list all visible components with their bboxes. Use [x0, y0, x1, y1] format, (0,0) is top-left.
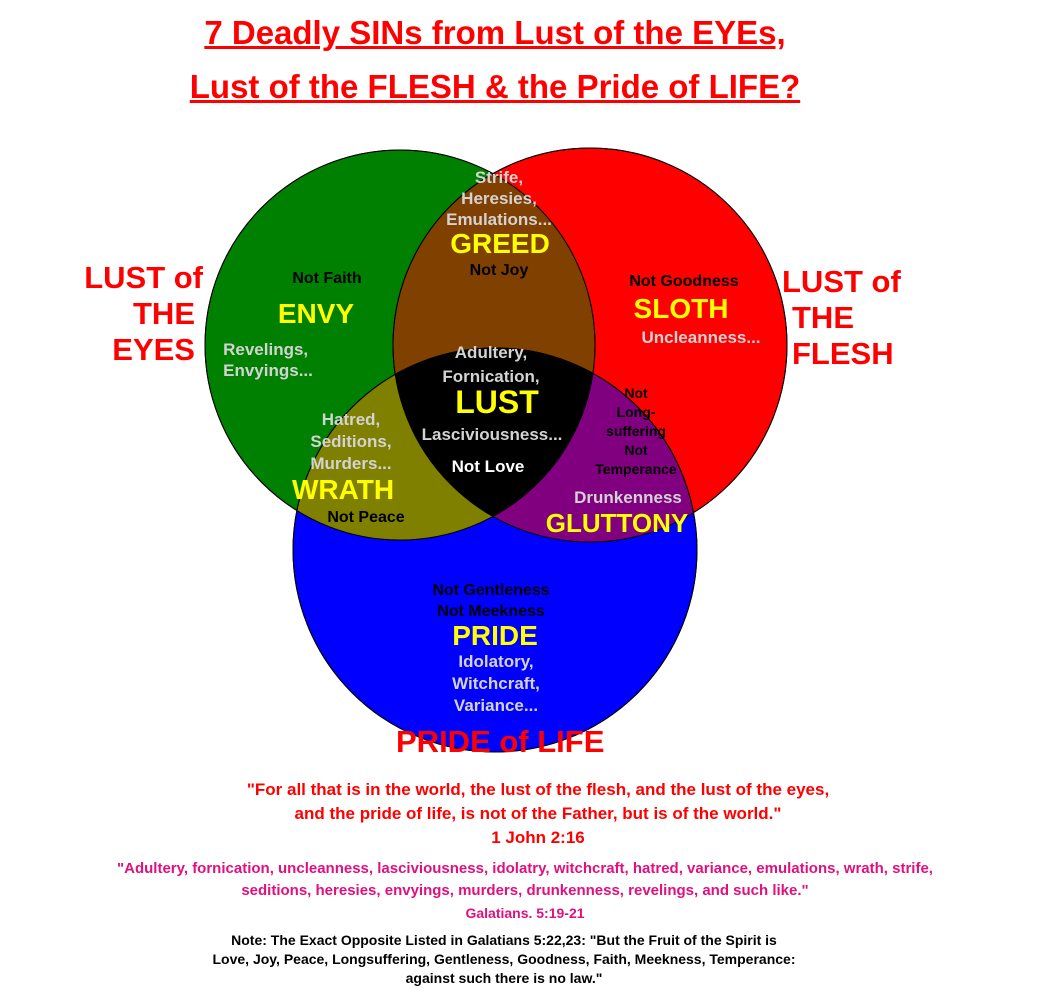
envy-works-line-2: Envyings... [223, 361, 313, 380]
envy-sin-label: ENVY [277, 298, 355, 329]
gluttony-works: Drunkenness [574, 488, 682, 507]
pride-works-line-2: Witchcraft, [452, 674, 540, 693]
lust-of-flesh-line-3: FLESH [792, 336, 894, 371]
lust-of-eyes-line-1: LUST of [84, 260, 203, 295]
sloth-works: Uncleanness... [641, 328, 761, 347]
wrath-not-label: Not Peace [327, 509, 405, 526]
greed-works: Strife, Heresies, Emulations... [446, 167, 552, 230]
gluttony-sin-label: GLUTTONY [545, 508, 689, 538]
lust-works-line-1: Adultery, [454, 343, 528, 362]
galatians-verse-line-2: seditions, heresies, envyings, murders, … [241, 882, 809, 899]
lust-of-eyes-line-2: THE [133, 296, 195, 331]
greed-works-line-2: Heresies, [461, 189, 537, 208]
title-line-1: 7 Deadly SINs from Lust of the EYEs, [204, 14, 786, 51]
lust-of-flesh-line-1: LUST of [782, 264, 901, 299]
note-line-3: against such there is no law." [405, 970, 603, 986]
lust-of-eyes-line-3: EYES [112, 332, 195, 367]
galatians-verse: "Adultery, fornication, uncleanness, las… [0, 858, 1050, 924]
lust-works-line-2: Fornication, [442, 367, 540, 386]
galatians-verse-line-1: "Adultery, fornication, uncleanness, las… [117, 860, 933, 877]
lust-works-top: Adultery, Fornication, [442, 341, 539, 389]
galatians-verse-reference: Galatians. 5:19-21 [465, 905, 585, 921]
wrath-works: Hatred, Seditions, Murders... [310, 409, 391, 475]
note-line-2: Love, Joy, Peace, Longsuffering, Gentlen… [212, 951, 796, 967]
pride-not-line-1: Not Gentleness [432, 582, 550, 599]
greed-sin-label: GREED [450, 228, 550, 259]
pride-not-labels: Not Gentleness Not Meekness [432, 580, 549, 622]
fruit-of-spirit-note: Note: The Exact Opposite Listed in Galat… [0, 931, 1008, 988]
sloth-sin-label: SLOTH [633, 293, 729, 324]
pride-works-line-3: Variance... [453, 696, 539, 715]
envy-not-label: Not Faith [292, 270, 362, 287]
pride-sin-label: PRIDE [452, 620, 538, 651]
wrath-works-line-3: Murders... [310, 454, 392, 473]
title-line-2: Lust of the FLESH & the Pride of LIFE? [189, 68, 801, 105]
wrath-works-line-1: Hatred, [321, 410, 381, 429]
john-verse-reference: 1 John 2:16 [491, 828, 585, 847]
pride-works-line-1: Idolatory, [458, 652, 534, 671]
sloth-not-label: Not Goodness [629, 273, 739, 290]
john-verse-line-1: "For all that is in the world, the lust … [246, 780, 830, 799]
gluttony-not-line-3: suffering [606, 423, 666, 439]
lust-of-flesh-line-2: THE [792, 300, 854, 335]
lust-not-label: Not Love [451, 457, 525, 476]
gluttony-not-line-2: Long- [616, 404, 656, 420]
lust-sin-label: LUST [455, 384, 539, 420]
envy-works-line-1: Revelings, [223, 340, 309, 359]
pride-of-life-label: PRIDE of LIFE [396, 724, 605, 759]
gluttony-not-line-4: Not [624, 442, 648, 458]
john-verse: "For all that is in the world, the lust … [0, 778, 1056, 850]
gluttony-not-line-5: Temperance [595, 461, 677, 477]
lust-of-eyes-label: LUST of THE EYES [75, 260, 203, 368]
greed-works-line-3: Emulations... [446, 210, 552, 229]
lust-works-line-3: Lasciviousness... [421, 425, 563, 444]
greed-not-label: Not Joy [469, 262, 529, 279]
wrath-sin-label: WRATH [291, 474, 395, 505]
john-verse-line-2: and the pride of life, is not of the Fat… [294, 804, 782, 823]
envy-works: Revelings, Envyings... [223, 339, 313, 381]
greed-works-line-1: Strife, [474, 168, 524, 187]
gluttony-not-line-1: Not [624, 385, 648, 401]
wrath-works-line-2: Seditions, [310, 432, 392, 451]
pride-works: Idolatory, Witchcraft, Variance... [452, 651, 540, 717]
lust-of-flesh-label: LUST of THE FLESH [782, 264, 901, 372]
pride-not-line-2: Not Meekness [437, 603, 545, 620]
note-line-1: Note: The Exact Opposite Listed in Galat… [231, 932, 777, 948]
gluttony-not-labels: Not Long- suffering Not Temperance [595, 384, 676, 479]
